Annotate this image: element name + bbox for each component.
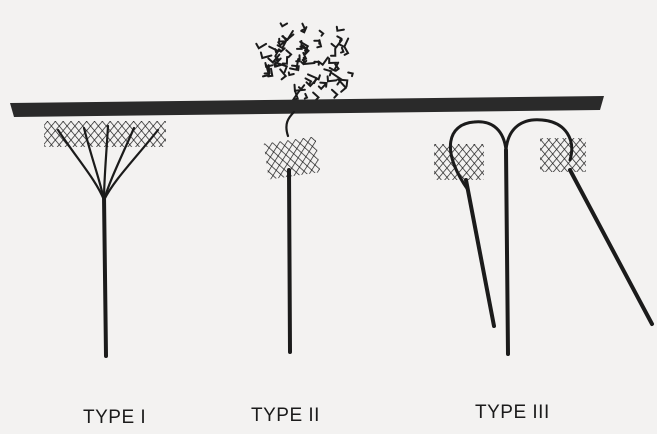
cluster-squiggle	[337, 27, 344, 31]
cluster-squiggle	[328, 76, 337, 81]
cluster-squiggle	[256, 44, 266, 48]
cluster-squiggle	[341, 48, 343, 53]
cell-cluster	[256, 23, 352, 100]
type-2-neck	[286, 112, 294, 136]
cluster-squiggle	[339, 80, 346, 92]
type-2-stem	[289, 170, 290, 352]
cluster-squiggle	[320, 31, 324, 36]
cluster-squiggle	[305, 94, 307, 99]
cluster-squiggle	[331, 49, 335, 56]
cluster-squiggle	[345, 48, 348, 55]
type-3-right-hatch-cross	[540, 138, 586, 172]
cluster-squiggle	[318, 57, 328, 64]
cluster-squiggle	[332, 40, 342, 48]
type-2-hatch-area-cross	[264, 137, 321, 180]
type-3-right-stem	[570, 170, 652, 324]
type-1-label: TYPE I	[83, 407, 146, 429]
cluster-squiggle	[283, 57, 287, 64]
cluster-squiggle	[319, 85, 325, 89]
cluster-squiggle	[279, 39, 284, 42]
cluster-squiggle	[261, 53, 272, 59]
cluster-squiggle	[290, 59, 298, 70]
cluster-squiggle	[299, 85, 304, 89]
cluster-squiggle	[324, 69, 331, 75]
type-3-left-hatch-cross	[434, 144, 484, 180]
type-3-structure	[434, 120, 652, 354]
cluster-squiggle	[332, 90, 337, 98]
cluster-squiggle	[329, 59, 336, 63]
cluster-squiggle	[348, 73, 353, 77]
cluster-squiggle	[289, 72, 294, 75]
horizontal-bar	[10, 96, 604, 117]
type-3-label: TYPE III	[475, 402, 550, 424]
cluster-squiggle	[281, 23, 288, 26]
type-1-stem	[104, 196, 106, 356]
type-3-left-stem	[466, 180, 494, 326]
type-2-label: TYPE II	[251, 405, 320, 427]
type-3-center-stem	[506, 150, 508, 354]
type-1-structure	[44, 121, 166, 356]
type-2-structure	[264, 112, 321, 352]
